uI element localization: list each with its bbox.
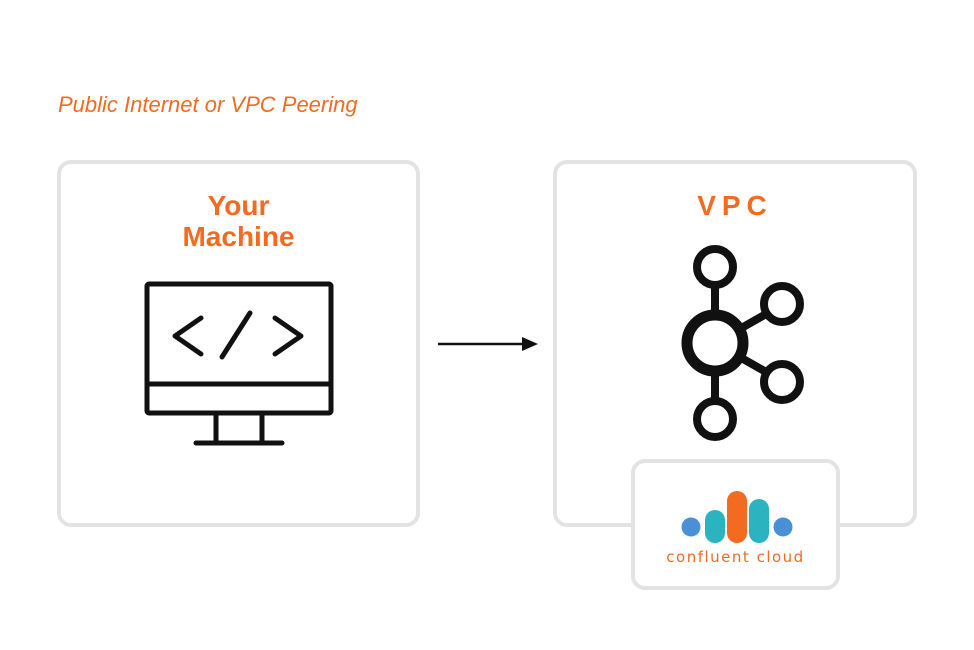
vpc-title: VPC <box>697 190 773 221</box>
your-machine-title: Your Machine <box>61 190 416 252</box>
confluent-cloud-label: confluent cloud <box>666 548 805 566</box>
kafka-icon <box>681 245 804 441</box>
connection-caption: Public Internet or VPC Peering <box>58 92 358 117</box>
your-machine-title-line2: Machine <box>182 221 295 252</box>
monitor-code-icon <box>144 281 334 446</box>
your-machine-panel: Your Machine <box>57 160 420 527</box>
confluent-cloud-badge: confluent cloud <box>631 459 840 590</box>
confluent-cloud-logo <box>681 491 793 543</box>
arrow-right-icon <box>438 337 538 351</box>
your-machine-title-line1: Your <box>207 190 270 221</box>
